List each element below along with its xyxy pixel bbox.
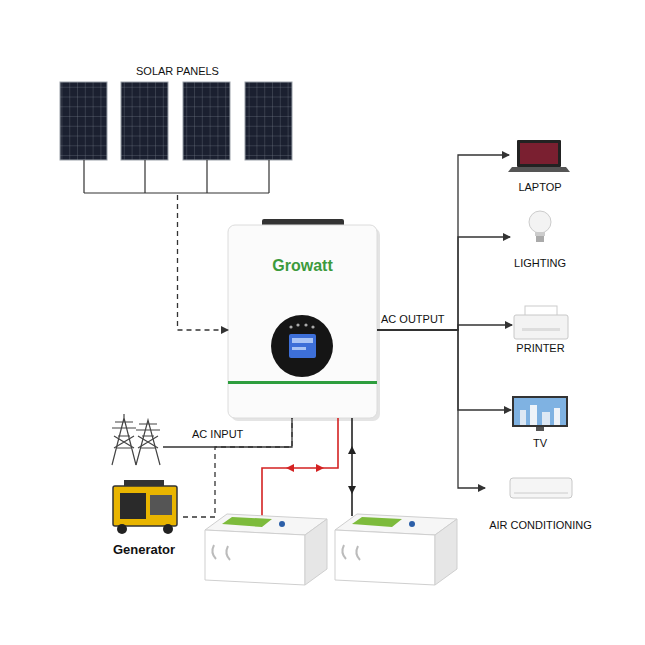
battery-flow-arrows-part bbox=[316, 464, 324, 472]
bulb-icon bbox=[529, 211, 551, 242]
inverter-body-part bbox=[271, 315, 333, 377]
tv-icon-part bbox=[520, 410, 526, 425]
generator-symbol-part bbox=[113, 486, 177, 526]
battery-pack-part bbox=[335, 530, 435, 585]
grid-input-wire-part bbox=[163, 418, 292, 447]
grid-tower-part bbox=[114, 436, 158, 448]
battery-pack bbox=[335, 514, 457, 585]
node-label: Generator bbox=[113, 542, 175, 558]
tv-icon-part bbox=[512, 396, 568, 427]
generator-symbol-part bbox=[150, 495, 172, 515]
inverter-body-part bbox=[289, 334, 316, 358]
battery-flow-arrows-part bbox=[348, 486, 356, 494]
node-label: AIR CONDITIONING bbox=[489, 519, 592, 532]
tv-icon-part bbox=[514, 398, 566, 425]
battery-pack-part bbox=[205, 530, 305, 585]
ac-unit-icon-part bbox=[514, 493, 568, 494]
power-connector bbox=[377, 155, 509, 330]
line-label: AC OUTPUT bbox=[381, 313, 445, 326]
tv-icon-part bbox=[554, 408, 560, 425]
node-label: PRINTER bbox=[516, 342, 564, 355]
generator-symbol-part bbox=[117, 524, 127, 534]
battery-pack-part bbox=[409, 521, 415, 527]
solar-array-node: SOLAR PANELS bbox=[55, 65, 300, 195]
panel-wiring-part bbox=[84, 160, 269, 193]
inverter-body-part bbox=[292, 338, 313, 343]
battery-wiring-part bbox=[351, 418, 353, 516]
ac-unit-icon-part bbox=[510, 478, 572, 498]
tv-icon-part bbox=[542, 412, 550, 425]
battery-pack-part bbox=[352, 517, 402, 527]
brand-logo-text: Growatt bbox=[272, 256, 332, 275]
generator-symbol-part bbox=[124, 480, 164, 486]
laptop-icon-part bbox=[517, 140, 561, 167]
inverter-node: Growatt bbox=[228, 225, 377, 418]
generator-symbol-part bbox=[120, 493, 146, 519]
bulb-icon-part bbox=[535, 232, 545, 236]
inverter-body-part bbox=[292, 347, 306, 350]
printer-icon-part bbox=[514, 315, 568, 339]
power-connector bbox=[377, 237, 510, 330]
load-node: AIR CONDITIONING bbox=[485, 476, 596, 532]
tv-icon bbox=[512, 396, 568, 431]
grid-tower bbox=[112, 414, 160, 465]
load-node: TV bbox=[511, 395, 569, 450]
ac-unit-icon bbox=[510, 478, 572, 498]
battery-pack-part bbox=[279, 521, 285, 527]
bulb-icon-part bbox=[536, 236, 544, 242]
node-label: TV bbox=[533, 437, 547, 450]
bulb-icon-part bbox=[529, 211, 551, 233]
inverter-body-part bbox=[228, 381, 377, 384]
power-connector bbox=[377, 325, 512, 330]
node-label: LAPTOP bbox=[518, 181, 561, 194]
inverter-body bbox=[228, 219, 380, 421]
laptop-icon bbox=[508, 140, 570, 172]
grid-input-wire bbox=[163, 418, 292, 447]
tv-icon-part bbox=[530, 405, 537, 425]
battery-pack-part bbox=[212, 545, 230, 560]
power-connector bbox=[377, 330, 485, 488]
battery-flow-arrows-part bbox=[348, 446, 356, 454]
solar-panel-array-part bbox=[245, 82, 292, 160]
inverter-body-part bbox=[311, 325, 314, 328]
dashed-connector bbox=[183, 418, 292, 517]
inverter-body-part bbox=[228, 225, 377, 418]
load-node: LAPTOP bbox=[509, 138, 571, 194]
panel-wiring bbox=[84, 160, 269, 193]
battery-flow-arrows bbox=[286, 446, 356, 494]
generator-symbol-part bbox=[163, 524, 173, 534]
printer-icon-part bbox=[522, 328, 560, 331]
battery-pack-part bbox=[222, 517, 272, 527]
node-label: LIGHTING bbox=[514, 257, 566, 270]
battery-wiring bbox=[262, 418, 352, 516]
solar-panel-array-part bbox=[183, 82, 230, 160]
battery-wiring-part bbox=[262, 418, 338, 516]
dashed-connector bbox=[178, 195, 229, 330]
laptop-icon-part bbox=[520, 143, 558, 164]
node-label: SOLAR PANELS bbox=[136, 65, 219, 78]
printer-icon bbox=[514, 306, 568, 339]
battery-pack bbox=[205, 514, 327, 585]
edge-label: AC INPUT bbox=[192, 428, 243, 441]
solar-panel-array bbox=[60, 82, 292, 160]
tv-icon-part bbox=[536, 427, 544, 431]
solar-panel-array-part bbox=[121, 82, 168, 160]
generator-node: Generator bbox=[105, 480, 183, 558]
battery-pack-part bbox=[305, 519, 327, 585]
laptop-icon-part bbox=[508, 167, 570, 172]
solar-panel-array-part bbox=[60, 82, 107, 160]
inverter-body-part bbox=[289, 325, 292, 328]
battery-pack-part bbox=[435, 519, 457, 585]
grid-tower-part bbox=[112, 414, 136, 465]
generator-symbol bbox=[113, 480, 177, 534]
load-node: PRINTER bbox=[512, 305, 569, 355]
battery-pack-part bbox=[342, 545, 360, 560]
power-connector bbox=[377, 330, 511, 410]
battery-flow-arrows-part bbox=[286, 464, 294, 472]
inverter-body-part bbox=[296, 323, 299, 326]
inverter-body-part bbox=[304, 323, 307, 326]
load-node: LIGHTING bbox=[510, 208, 570, 270]
